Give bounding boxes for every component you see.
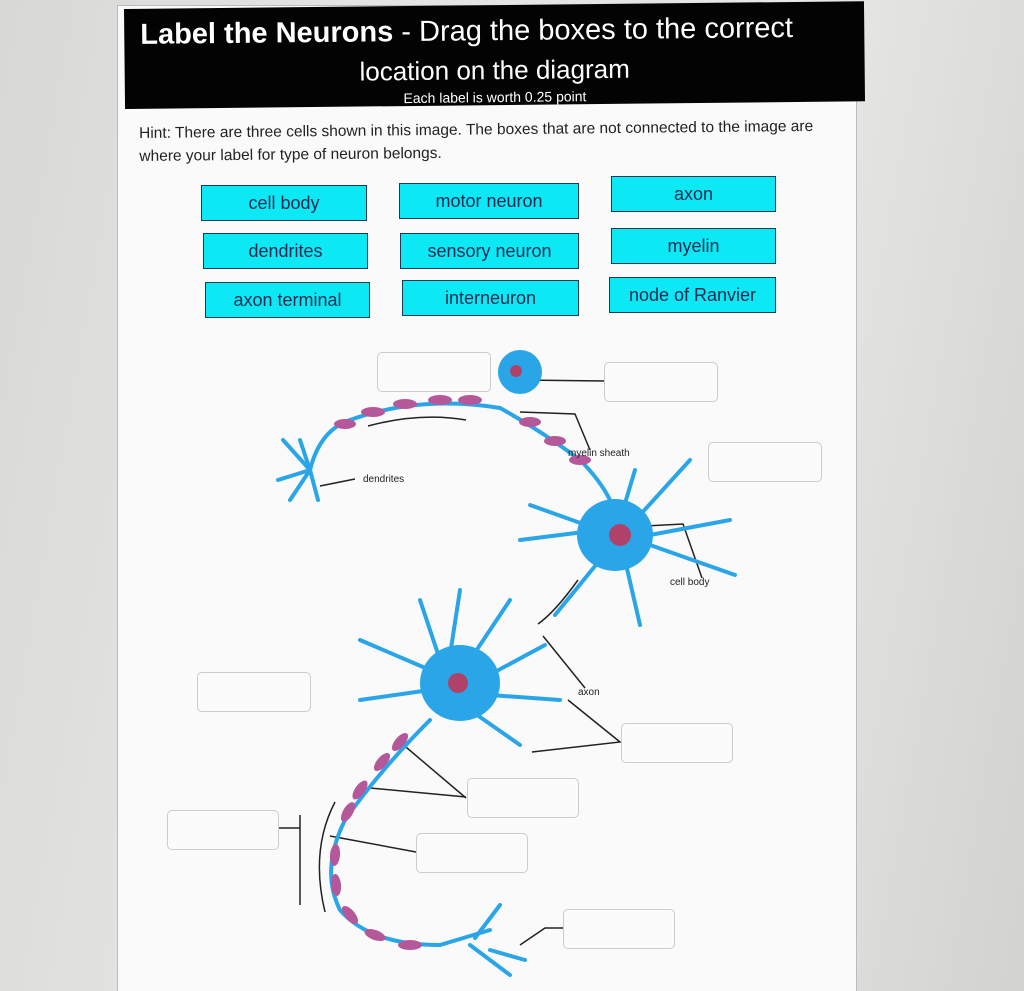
label-myelin[interactable]: myelin xyxy=(611,228,776,264)
drop-zone-6[interactable] xyxy=(467,778,579,818)
drop-zone-5[interactable] xyxy=(621,723,733,763)
label-interneuron[interactable]: interneuron xyxy=(402,280,579,316)
label-cell-body[interactable]: cell body xyxy=(201,185,367,221)
label-axon[interactable]: axon xyxy=(611,176,776,212)
label-motor-neuron[interactable]: motor neuron xyxy=(399,183,579,219)
drop-zone-1[interactable] xyxy=(377,352,491,392)
label-axon-terminal[interactable]: axon terminal xyxy=(205,282,370,318)
diagram-label-dendrites: dendrites xyxy=(363,474,404,485)
drop-zone-7[interactable] xyxy=(167,810,279,850)
drop-zone-3[interactable] xyxy=(708,442,822,482)
label-node-of-ranvier[interactable]: node of Ranvier xyxy=(609,277,776,313)
drop-zone-9[interactable] xyxy=(563,909,675,949)
drop-zone-4[interactable] xyxy=(197,672,311,712)
label-dendrites[interactable]: dendrites xyxy=(203,233,368,269)
diagram-label-cell-body: cell body xyxy=(670,577,709,588)
label-sensory-neuron[interactable]: sensory neuron xyxy=(400,233,579,269)
drop-zone-2[interactable] xyxy=(604,362,718,402)
diagram-label-axon: axon xyxy=(578,687,600,698)
drop-zone-8[interactable] xyxy=(416,833,528,873)
diagram-label-myelin-sheath: myelin sheath xyxy=(568,448,630,459)
